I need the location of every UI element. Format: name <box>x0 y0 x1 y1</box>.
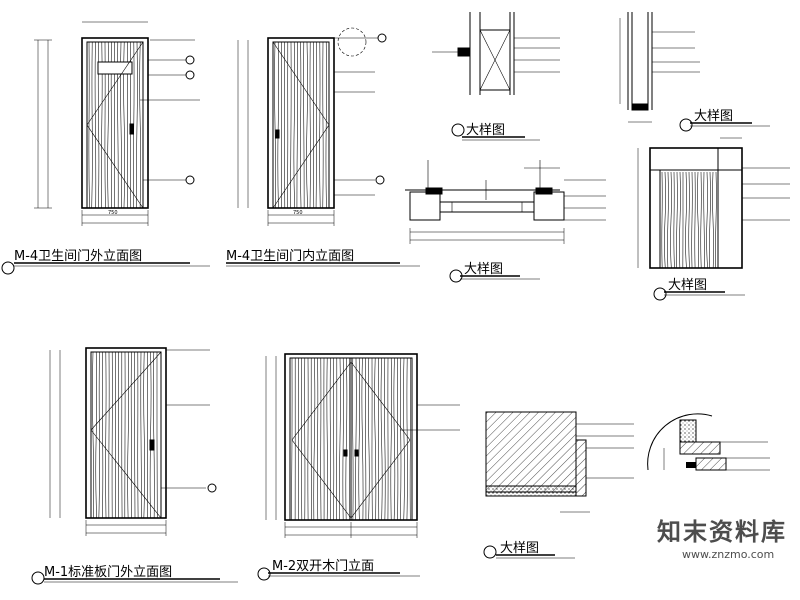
wood-grain-stroke <box>139 41 141 209</box>
wood-grain-stroke <box>384 357 386 521</box>
title-detail-5: 大样图 <box>500 541 539 556</box>
wood-grain-stroke <box>697 171 699 269</box>
wood-grain-stroke <box>667 171 669 269</box>
detail-horizontal-section: 大样图 <box>405 160 606 283</box>
wood-grain-stroke <box>127 351 129 519</box>
wood-grain-stroke <box>306 41 308 209</box>
wood-grain-stroke <box>380 357 383 521</box>
wood-grain-stroke <box>409 357 411 521</box>
wood-grain-stroke <box>352 357 354 521</box>
title-detail-4: 大样图 <box>668 278 707 293</box>
wood-grain-stroke <box>339 357 341 521</box>
wood-grain-stroke <box>397 357 399 521</box>
wood-grain-stroke <box>403 357 405 521</box>
wood-grain-stroke <box>390 357 392 521</box>
wood-grain-stroke <box>143 351 145 519</box>
wood-grain-stroke <box>700 171 702 269</box>
wood-grain-stroke <box>296 41 298 209</box>
wood-grain-stroke <box>274 41 276 209</box>
wood-grain-stroke <box>102 351 104 519</box>
watermark: 知末资料库 www.znzmo.com <box>650 512 800 568</box>
detail-top-right: 大样图 <box>619 12 770 132</box>
wood-grain-stroke <box>679 171 681 269</box>
wood-grain-stroke <box>329 357 332 521</box>
detail-bottom-middle: 大样图 <box>483 411 634 559</box>
wood-grain-stroke <box>91 41 93 209</box>
wood-grain-stroke <box>709 171 711 269</box>
wood-grain-stroke <box>134 351 136 519</box>
title-m4-interior: M-4卫生间门内立面图 <box>226 248 354 264</box>
wood-grain-stroke <box>94 41 97 209</box>
title-m4-exterior: M-4卫生间门外立面图 <box>14 249 142 264</box>
svg-text:750: 750 <box>108 210 118 216</box>
drawing-m4-interior: 750 M-4卫生间门内立面图 <box>226 27 420 267</box>
wood-grain-stroke <box>136 41 138 209</box>
wood-grain-stroke <box>345 357 348 521</box>
detail-middle-right: 大样图 <box>637 137 790 301</box>
title-m1-exterior: M-1标准板门外立面图 <box>44 565 172 580</box>
wood-grain-stroke <box>133 41 135 209</box>
wood-grain-stroke <box>688 171 690 269</box>
wood-grain-stroke <box>703 171 705 269</box>
wood-grain-stroke <box>368 357 370 521</box>
title-m2-double: M-2双开木门立面 <box>272 559 374 574</box>
detail-top-middle: 大样图 <box>432 12 560 141</box>
watermark-brand: 知末资料库 <box>657 518 787 546</box>
wood-grain-stroke <box>342 357 344 521</box>
wood-grain-stroke <box>691 171 693 269</box>
drawing-m1-exterior: M-1标准板门外立面图 <box>31 347 238 585</box>
wood-grain-stroke <box>303 41 305 209</box>
wood-grain-stroke <box>374 357 377 521</box>
wood-grain-stroke <box>153 351 155 519</box>
wood-grain-stroke <box>95 351 97 519</box>
wood-grain-stroke <box>313 357 316 521</box>
wood-grain-stroke <box>313 41 315 209</box>
wood-grain-stroke <box>393 357 396 521</box>
wood-grain-stroke <box>670 171 672 269</box>
wood-grain-stroke <box>325 41 327 209</box>
wood-grain-stroke <box>358 357 360 521</box>
wood-grain-stroke <box>88 41 90 209</box>
wood-grain-stroke <box>277 41 279 209</box>
wood-grain-stroke <box>290 41 292 209</box>
wood-grain-stroke <box>319 41 321 209</box>
wood-grain-stroke <box>365 357 367 521</box>
wood-grain-stroke <box>300 41 302 209</box>
wood-grain-stroke <box>291 357 293 521</box>
wood-grain-stroke <box>361 357 364 521</box>
wood-grain-stroke <box>676 171 678 269</box>
wood-grain-stroke <box>712 171 714 269</box>
drawing-m4-exterior: 750 M-4卫生间门外立面图 <box>1 21 210 275</box>
title-detail-1: 大样图 <box>466 123 505 138</box>
title-detail-2: 大样图 <box>694 109 733 124</box>
wood-grain-stroke <box>399 357 402 521</box>
wood-grain-stroke <box>715 171 717 269</box>
wood-grain-stroke <box>326 357 328 521</box>
wood-grain-stroke <box>355 357 357 521</box>
wood-grain-stroke <box>315 41 317 209</box>
wood-grain-stroke <box>293 41 295 209</box>
wood-grain-stroke <box>149 351 152 519</box>
title-detail-3: 大样图 <box>464 262 503 277</box>
wood-grain-stroke <box>92 351 94 519</box>
wood-grain-stroke <box>333 357 335 521</box>
detail-circular <box>647 413 770 471</box>
wood-grain-stroke <box>685 171 687 269</box>
watermark-url: www.znzmo.com <box>682 548 774 561</box>
wood-grain-stroke <box>706 171 708 269</box>
wood-grain-stroke <box>664 171 666 269</box>
drawing-m2-double: M-2双开木门立面 <box>257 353 460 581</box>
wood-grain-stroke <box>673 171 675 269</box>
wood-grain-stroke <box>98 351 100 519</box>
svg-text:750: 750 <box>293 210 303 216</box>
